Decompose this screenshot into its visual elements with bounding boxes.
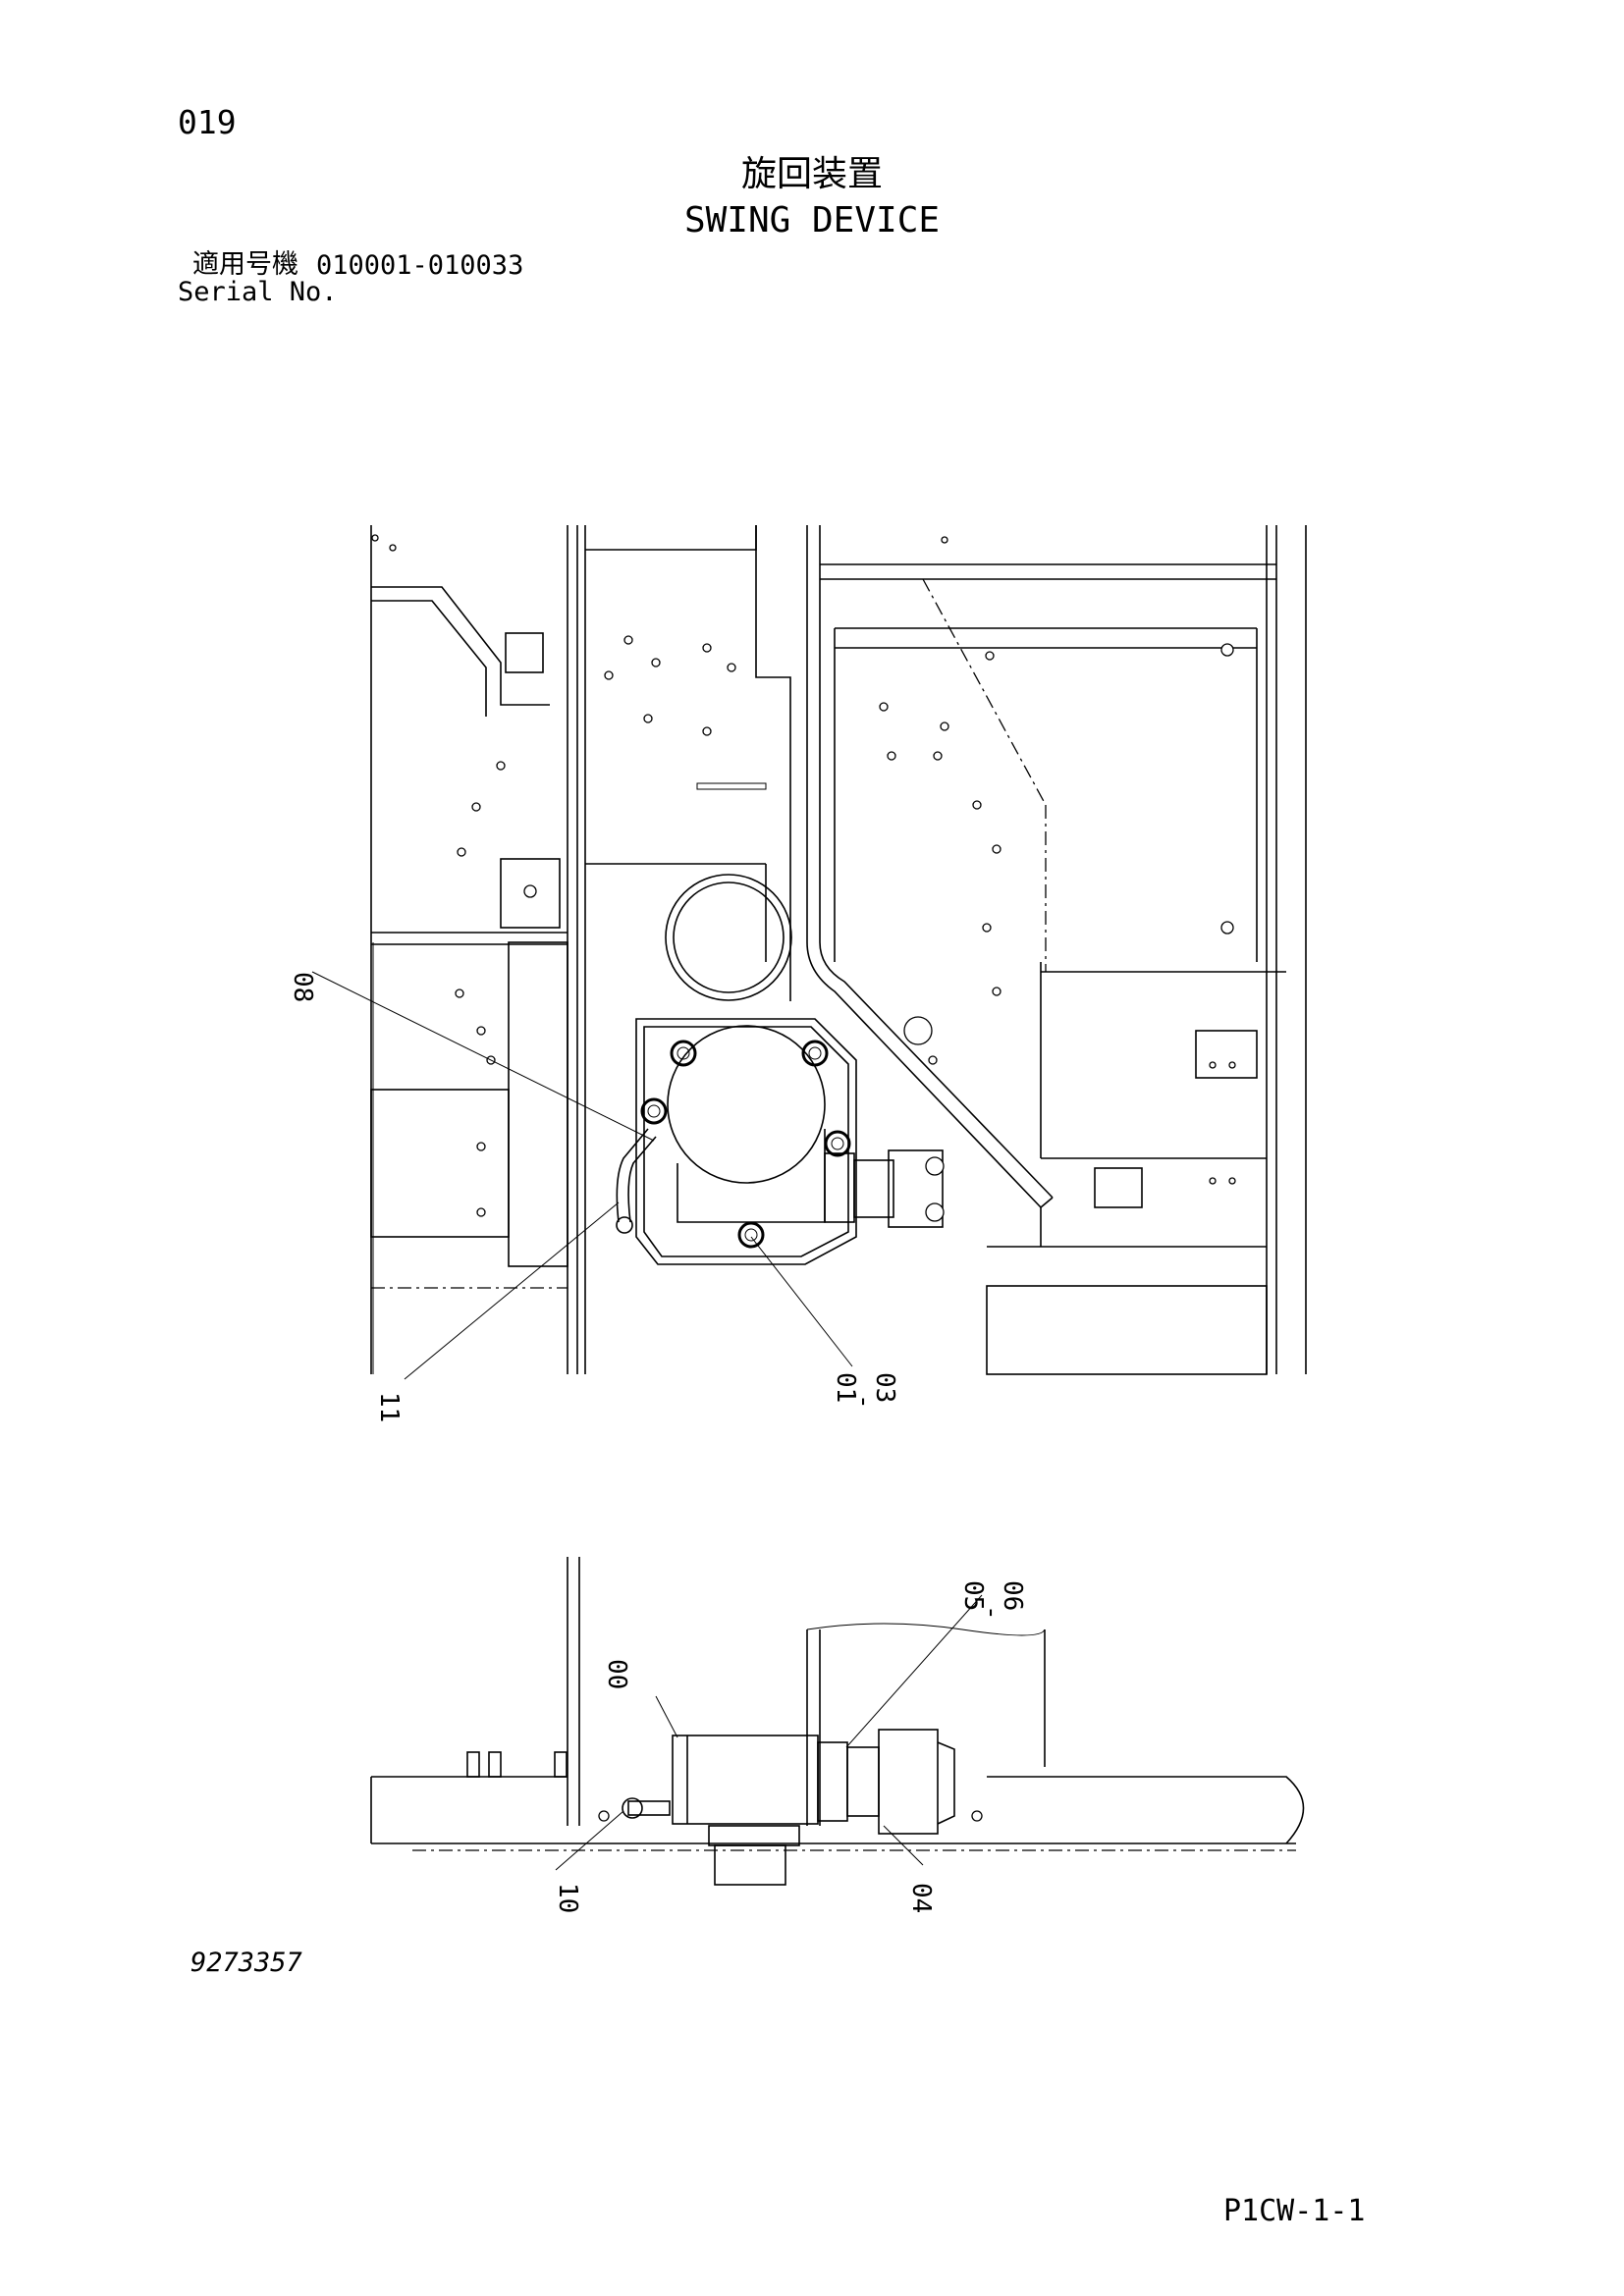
page-code: P1CW-1-1 <box>1223 2194 1366 2228</box>
page-title-japanese: 旋回装置 <box>740 154 883 194</box>
callout-labels: 08 11 01 - 03 05 - 06 00 10 04 <box>288 972 1027 1913</box>
drawing-number: 9273357 <box>190 1948 302 1978</box>
callout-leaders <box>311 971 983 1871</box>
callout-04: 04 <box>906 1883 936 1913</box>
serial-range: 010001-010033 <box>316 250 524 281</box>
lower-view <box>370 1557 1305 1886</box>
page-title-english: SWING DEVICE <box>683 200 941 240</box>
callout-10: 10 <box>553 1883 582 1913</box>
callout-01: 01 <box>831 1372 860 1403</box>
callout-11: 11 <box>374 1392 404 1422</box>
callout-06: 06 <box>998 1580 1027 1611</box>
callout-05: 05 <box>958 1580 988 1611</box>
serial-label-english: Serial No. <box>178 277 338 307</box>
callout-03: 03 <box>870 1372 899 1403</box>
serial-label-japanese: 適用号機 <box>192 249 298 280</box>
callout-01-dash: - <box>849 1394 879 1410</box>
callout-00: 00 <box>602 1659 631 1689</box>
upper-view <box>370 525 1307 1375</box>
callout-05-dash: - <box>977 1605 1006 1621</box>
callout-08: 08 <box>288 972 317 1002</box>
page-number: 019 <box>178 103 237 141</box>
